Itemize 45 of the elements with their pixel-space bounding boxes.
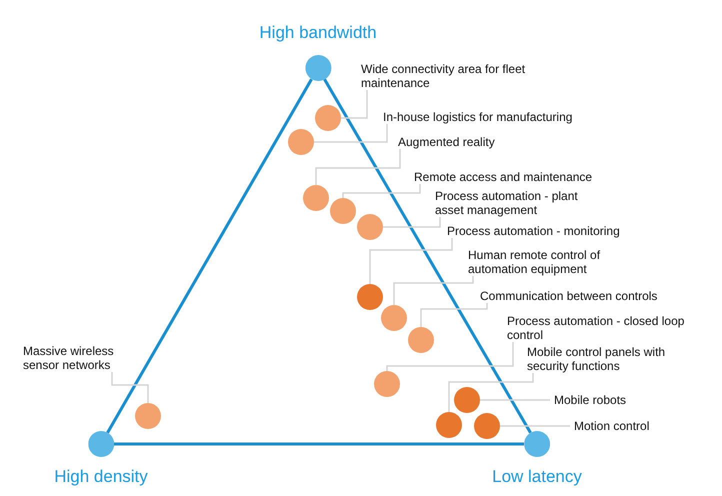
data-point [454, 387, 480, 413]
point-label: Wide connectivity area for fleet maintenance [361, 62, 541, 90]
axis-label: High density [54, 467, 148, 487]
point-label: Massive wireless sensor networks [23, 344, 133, 372]
point-label: Process automation - closed loop control [507, 314, 707, 342]
point-label: Motion control [574, 419, 650, 433]
leader-line [500, 425, 570, 427]
point-label: Remote access and maintenance [414, 170, 592, 184]
point-label: In-house logistics for manufacturing [383, 110, 572, 124]
data-point [436, 412, 462, 438]
data-point [135, 403, 161, 429]
point-label: Mobile robots [554, 393, 626, 407]
data-point [357, 284, 383, 310]
data-point [330, 198, 356, 224]
leader-line [314, 124, 388, 143]
triangle-side [323, 78, 532, 434]
point-label: Communication between controls [480, 289, 658, 303]
leader-line [369, 238, 453, 284]
leader-line [383, 217, 441, 228]
leader-line [393, 276, 474, 305]
data-point [408, 327, 434, 353]
point-label: Mobile control panels with security functions [527, 345, 682, 373]
point-label: Process automation - plant asset management [435, 189, 595, 217]
axis-label: Low latency [492, 467, 582, 487]
leader-line [315, 149, 401, 185]
data-point [288, 129, 314, 155]
triangle-side [106, 78, 313, 434]
data-point [315, 105, 341, 131]
data-point [303, 185, 329, 211]
axis-label: High bandwidth [259, 23, 377, 43]
point-label: Process automation - monitoring [447, 224, 620, 238]
point-label: Augmented reality [398, 135, 495, 149]
data-point [381, 305, 407, 331]
data-point [374, 371, 400, 397]
leader-line [111, 372, 149, 403]
leader-line [480, 399, 550, 401]
triangle-side [114, 442, 524, 446]
leader-line [342, 184, 421, 198]
leader-line [420, 303, 488, 327]
leader-line [448, 373, 534, 412]
data-point [357, 214, 383, 240]
point-label: Human remote control of automation equipment [468, 248, 618, 276]
leader-line [386, 342, 514, 371]
data-point [474, 413, 500, 439]
leader-line [341, 90, 368, 119]
